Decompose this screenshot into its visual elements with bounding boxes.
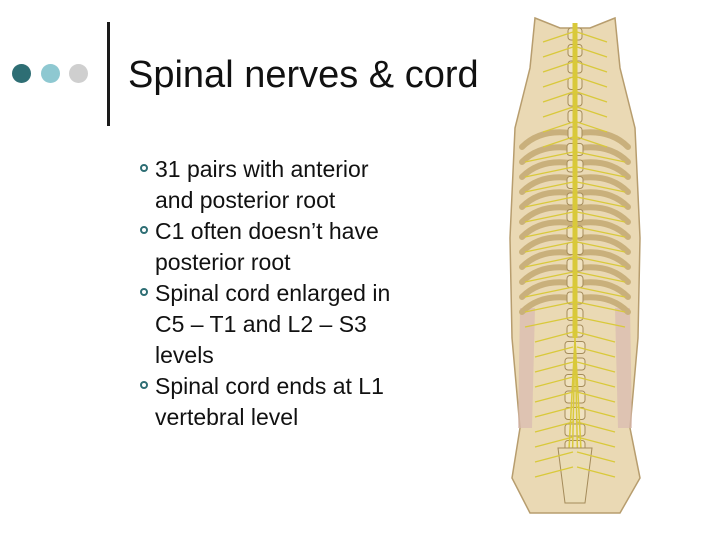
bullet-item: C1 often doesn’t have posterior root [140,216,400,278]
dot-icon [12,64,31,83]
bullet-item: 31 pairs with anterior and posterior roo… [140,154,400,216]
bullet-item: Spinal cord ends at L1 vertebral level [140,371,400,433]
dot-icon [41,64,60,83]
bullet-icon [140,164,148,172]
bullet-list: 31 pairs with anterior and posterior roo… [140,154,400,433]
bullet-icon [140,226,148,234]
bullet-text: Spinal cord ends at L1 vertebral level [155,373,384,430]
bullet-icon [140,288,148,296]
bullet-icon [140,381,148,389]
bullet-text: C1 often doesn’t have posterior root [155,218,379,275]
decorative-dots [12,64,102,86]
bullet-item: Spinal cord enlarged in C5 – T1 and L2 –… [140,278,400,371]
title-divider [107,22,110,126]
slide-title: Spinal nerves & cord [128,54,479,96]
spine-anatomy-icon [509,16,641,514]
bullet-text: Spinal cord enlarged in C5 – T1 and L2 –… [155,280,391,368]
dot-icon [69,64,88,83]
bullet-text: 31 pairs with anterior and posterior roo… [155,156,369,213]
